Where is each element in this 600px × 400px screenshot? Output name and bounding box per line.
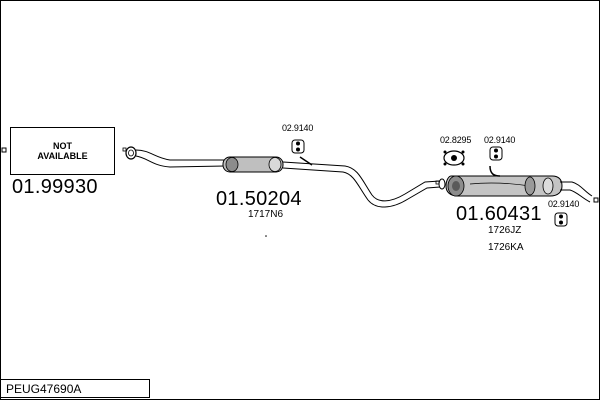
middle-silencer-icon [222,156,284,173]
rubber-ring-rear-icon [443,150,465,166]
accessory-ref-hanger-middle: 02.9140 [282,123,314,133]
part-number-middle: 01.50204 [216,188,302,210]
not-available-line2: AVAILABLE [37,151,88,161]
middle-pipe [282,161,441,208]
part-number-rear: 01.60431 [456,203,542,225]
right-edge-marker [593,197,599,203]
accessory-ref-hanger-rear: 02.9140 [484,135,516,145]
rubber-hanger-tail-icon [554,212,568,227]
rear-flange-icon [435,178,446,190]
accessory-ref-hanger-tail: 02.9140 [548,199,580,209]
not-available-box: NOT AVAILABLE [10,127,115,175]
oem-rear-2: 1726KA [488,242,524,253]
part-number-front: 01.99930 [12,176,98,198]
rear-hanger-arc [489,165,501,177]
product-code: PEUG47690A [6,381,82,396]
rubber-hanger-rear-icon [489,146,503,161]
left-edge-marker [1,147,7,153]
oem-rear-1: 1726JZ [488,225,522,236]
oem-middle: 1717N6 [248,209,284,220]
rear-silencer-icon [445,175,563,197]
tail-pipe [560,181,593,203]
front-pipe [135,149,226,168]
accessory-ref-ring-rear: 02.8295 [440,135,472,145]
not-available-line1: NOT [53,140,72,151]
rubber-hanger-middle-icon [291,139,305,154]
product-code-box: PEUG47690A [0,379,150,398]
dot-marker [265,235,267,237]
front-flange-icon [122,146,137,160]
